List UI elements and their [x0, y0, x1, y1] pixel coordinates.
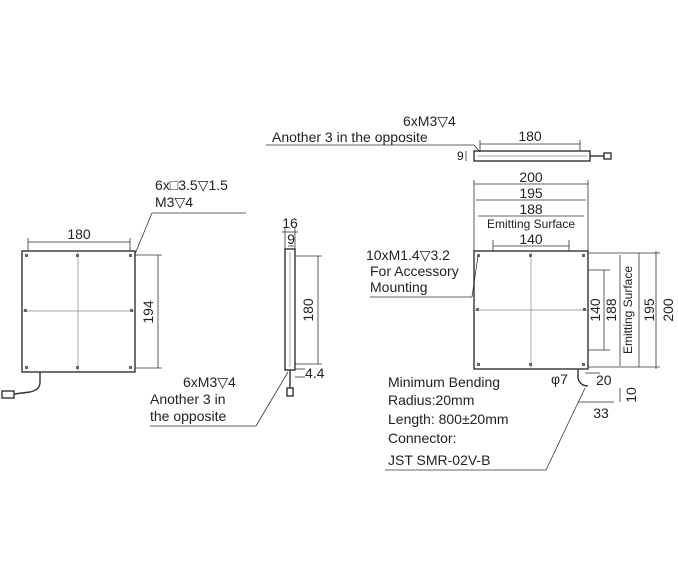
side-holes-note-line1: 6xM3▽4: [183, 374, 236, 390]
cable-note-line1: Minimum Bending: [388, 374, 500, 390]
rear-hole: [582, 254, 585, 257]
front-view-connector: [1, 390, 15, 399]
front-194-label: 194: [140, 300, 156, 324]
front-hole: [130, 309, 133, 312]
front-180-label: 180: [67, 226, 91, 242]
rear-hole: [529, 254, 532, 257]
rear-188v-label: 188: [603, 298, 619, 322]
accessory-note-leader: [471, 255, 479, 298]
rear-188-label: 188: [519, 201, 543, 217]
cable-10-label: 10: [623, 387, 639, 403]
top-view: 180 9 6xM3▽4 Another 3 in the opposite: [266, 113, 612, 163]
cable-note-line4: Connector:: [388, 430, 456, 446]
front-view: 180 194 6x□3.5▽1.5 M3▽4: [1, 177, 246, 399]
side-view: 16 9 180 4.4 6xM3▽4 Another 3 in the opp…: [150, 215, 325, 427]
top-180-label: 180: [518, 128, 542, 144]
rear-200-label: 200: [519, 169, 543, 185]
cable-note-line2: Radius:20mm: [388, 392, 474, 408]
accessory-note-line2: For Accessory: [370, 263, 459, 279]
front-holes-note-line2: M3▽4: [155, 194, 193, 210]
top-holes-note-line2: Another 3 in the opposite: [272, 129, 428, 145]
cable-note-line3: Length: 800±20mm: [388, 411, 509, 427]
side-16-label: 16: [282, 215, 298, 231]
side-note-leader: [255, 371, 289, 427]
front-note-leader: [134, 212, 153, 255]
rear-195-label: 195: [519, 185, 543, 201]
rear-view: 200 195 188 Emitting Surface 140 140 188…: [366, 169, 676, 471]
front-hole: [24, 309, 27, 312]
rear-hole: [582, 363, 585, 366]
rear-hole: [477, 363, 480, 366]
cable-note-line5: JST SMR-02V-B: [388, 452, 490, 468]
rear-hole: [583, 308, 586, 311]
front-holes-note-line1: 6x□3.5▽1.5: [155, 177, 228, 193]
rear-view-body: [473, 250, 589, 370]
accessory-note-line3: Mounting: [370, 279, 428, 295]
top-note-leader-tip: [473, 144, 481, 153]
accessory-note-line1: 10xM1.4▽3.2: [366, 247, 450, 263]
front-hole: [129, 254, 132, 257]
top-view-connector: [603, 152, 612, 160]
cable-20-label: 20: [596, 372, 612, 388]
rear-195v-label: 195: [641, 298, 657, 322]
side-holes-note-line2: Another 3 in: [150, 391, 226, 407]
side-4-4-label: 4.4: [305, 365, 325, 381]
rear-emitting-surface-v-label: Emitting Surface: [621, 266, 635, 354]
side-180-label: 180: [300, 298, 316, 322]
side-9-label: 9: [287, 231, 295, 247]
front-view-cable: [13, 372, 41, 395]
rear-emitting-surface-h-label: Emitting Surface: [487, 217, 575, 231]
cable-note-leader: [545, 387, 586, 471]
front-hole: [76, 366, 79, 369]
rear-hole: [476, 308, 479, 311]
rear-140v-label: 140: [587, 298, 603, 322]
top-holes-note-line1: 6xM3▽4: [403, 113, 456, 129]
front-hole: [129, 366, 132, 369]
cable-phi7-label: φ7: [551, 371, 568, 387]
rear-hole: [529, 363, 532, 366]
top-9-label: 9: [457, 149, 464, 163]
rear-200v-label: 200: [660, 298, 676, 322]
front-hole: [25, 366, 28, 369]
side-holes-note-line3: the opposite: [150, 408, 226, 424]
rear-140-label: 140: [519, 231, 543, 247]
cable-33-label: 33: [593, 405, 609, 421]
side-view-connector: [286, 387, 294, 397]
front-hole: [25, 254, 28, 257]
front-view-body: [21, 250, 136, 373]
rear-hole: [477, 254, 480, 257]
front-hole: [76, 254, 79, 257]
rear-view-cable: [577, 369, 589, 387]
